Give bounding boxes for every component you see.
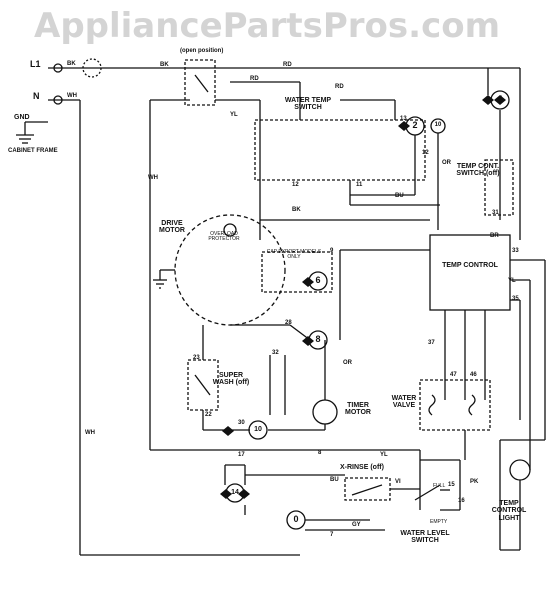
timer-contact-10b-label: 10 [254, 426, 262, 433]
timer-contact-0-label: 0 [293, 514, 299, 524]
terminal-15: 15 [448, 482, 455, 488]
terminal-22: 22 [205, 412, 212, 418]
n-terminal [53, 95, 63, 105]
terminal-12: 12 [292, 182, 299, 188]
timer-contact-10a-label: 10 [434, 122, 442, 128]
water-valve-box [419, 379, 491, 431]
wire-rd-3: RD [335, 84, 344, 90]
overload-protector [223, 223, 237, 237]
terminal-28: 28 [285, 320, 292, 326]
terminal-37: 37 [428, 340, 435, 346]
super-wash-label: SUPER WASH (off) [212, 372, 250, 387]
wire-rd-1: RD [250, 76, 259, 82]
wire-vi: VI [395, 479, 401, 485]
terminal-47: 47 [450, 372, 457, 378]
wire-gy: GY [352, 522, 361, 528]
wire-rd-2: RD [283, 62, 292, 68]
water-level-switch-label: WATER LEVEL SWITCH [400, 530, 450, 545]
l1-label: L1 [30, 59, 41, 69]
temp-cont-switch-box [484, 159, 514, 216]
wire-yl-1: YL [230, 112, 238, 118]
timer-contact-8-label: 8 [315, 334, 321, 344]
x-rinse-box [344, 477, 391, 501]
wire-bk-2: BK [292, 207, 301, 213]
timer-contact-4-label: 4 [497, 94, 503, 104]
terminal-13: 13 [400, 116, 407, 122]
timer-contact-2-label: 2 [412, 120, 418, 130]
timer-motor [312, 399, 338, 425]
wire-wh-1: WH [148, 175, 158, 181]
water-valve-label: WATER VALVE [391, 395, 417, 410]
cap-export-box [261, 251, 333, 293]
lid-switch-label: (open position) [180, 48, 224, 54]
timer-contact-10b [248, 420, 268, 440]
empty-label: EMPTY [430, 519, 448, 525]
overload-protector-label: OVERLOAD PROTECTOR [208, 231, 240, 243]
terminal-8: 8 [318, 450, 322, 456]
wire-bk: BK [160, 62, 169, 68]
terminal-46: 46 [470, 372, 477, 378]
l1-fuse [82, 58, 102, 78]
water-temp-switch-box [254, 119, 426, 181]
wire-bu-2: BU [330, 477, 339, 483]
terminal-18: 17 [238, 452, 245, 458]
wire-or-1: OR [442, 160, 451, 166]
terminal-32: 32 [272, 350, 279, 356]
wire-wh-2: WH [85, 430, 95, 436]
temp-control-light-label: TEMP CONTROL LIGHT [491, 500, 527, 522]
wire-bu-1: BU [395, 193, 404, 199]
terminal-9: 9 [330, 248, 334, 254]
terminal-23: 23 [193, 355, 200, 361]
timer-contact-6-label: 6 [315, 275, 321, 285]
temp-control-light [509, 459, 531, 481]
n-wire-color: WH [67, 93, 77, 99]
cap-export-label: CAP EXPORT MODELS ONLY [266, 249, 322, 261]
terminal-11: 11 [356, 182, 363, 188]
wire-pk: PK [470, 479, 479, 485]
terminal-7: 7 [330, 532, 334, 538]
n-label: N [33, 91, 40, 101]
timer-motor-label: TIMER MOTOR [345, 402, 371, 417]
wire-yl-3: YL [508, 278, 516, 284]
timer-contact-14-label: 14 [231, 489, 239, 496]
terminal-35: 35 [512, 296, 519, 302]
full-label: FULL [433, 483, 446, 489]
cabinet-frame-label: CABINET FRAME [8, 148, 58, 154]
drive-motor-label: DRIVE MOTOR [159, 220, 185, 235]
temp-control-box [429, 234, 511, 311]
terminal-33: 33 [512, 248, 519, 254]
l1-terminal [53, 63, 63, 73]
l1-wire-color: BK [67, 61, 76, 67]
terminal-30: 30 [238, 420, 245, 426]
wire-yl-2: YL [380, 452, 388, 458]
wire-br: BR [490, 233, 499, 239]
wire-or-2: OR [343, 360, 352, 366]
temp-control-label: TEMP CONTROL [442, 262, 498, 269]
lid-switch-box [184, 59, 216, 106]
x-rinse-label: X-RINSE (off) [340, 464, 384, 471]
terminal-16: 16 [458, 498, 465, 504]
watermark: AppliancePartsPros.com [34, 6, 501, 46]
terminal-31: 31 [492, 210, 499, 216]
gnd-label: GND [14, 114, 30, 121]
temp-cont-switch-label: TEMP CONT. SWITCH (off) [456, 163, 500, 178]
water-temp-switch-label: WATER TEMP SWITCH [284, 97, 332, 112]
terminal-12b: 12 [422, 150, 429, 156]
